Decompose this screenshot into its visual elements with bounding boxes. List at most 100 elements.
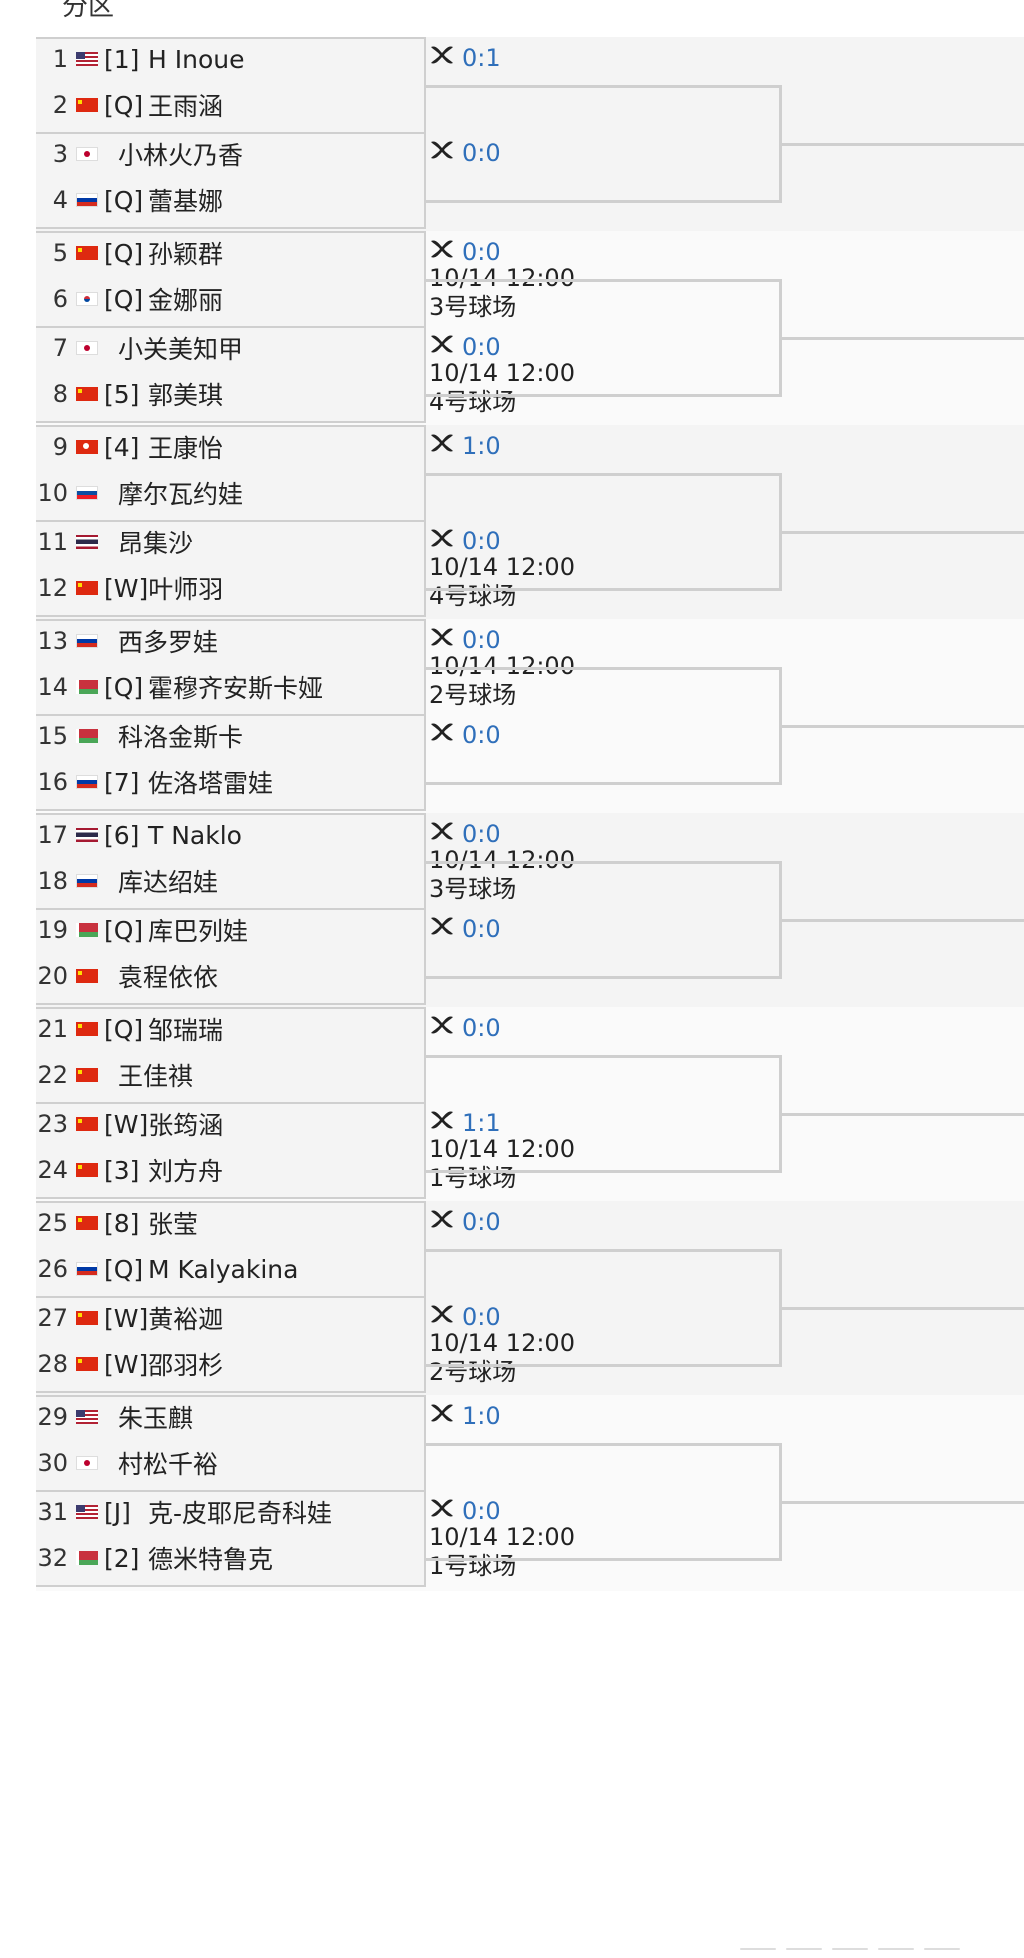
match-box[interactable]: [36, 908, 426, 1005]
match-box[interactable]: [36, 1490, 426, 1587]
player-row[interactable]: 1[1]H Inoue: [36, 39, 245, 79]
player-row[interactable]: 8[5]郭美琪: [36, 374, 223, 414]
score-text[interactable]: 0:0: [462, 1208, 501, 1236]
player-row[interactable]: 23[W]张筠涵: [36, 1104, 223, 1144]
match-score[interactable]: 0:0: [428, 1207, 501, 1237]
player-name[interactable]: 王康怡: [148, 434, 224, 463]
score-text[interactable]: 1:1: [462, 1109, 501, 1137]
match-score[interactable]: 0:0: [428, 1496, 501, 1526]
player-row[interactable]: 16[7]佐洛塔雷娃: [36, 762, 273, 802]
player-row[interactable]: 2[Q]王雨涵: [36, 85, 223, 125]
score-text[interactable]: 0:0: [462, 238, 501, 266]
player-row[interactable]: 12[W]叶师羽: [36, 568, 223, 608]
score-text[interactable]: 1:0: [462, 432, 501, 460]
player-name[interactable]: 霍穆齐安斯卡娅: [148, 674, 324, 703]
player-row[interactable]: 25[8]张莹: [36, 1203, 198, 1243]
player-row[interactable]: 27[W]黄裕迦: [36, 1298, 223, 1338]
player-name[interactable]: 蕾基娜: [148, 187, 224, 216]
player-name[interactable]: 库巴列娃: [148, 917, 249, 946]
player-row[interactable]: 14[Q]霍穆齐安斯卡娅: [36, 667, 323, 707]
player-name[interactable]: 孙颖群: [148, 240, 224, 269]
match-score[interactable]: 0:1: [428, 43, 501, 73]
player-name[interactable]: M Kalyakina: [148, 1254, 299, 1284]
match-score[interactable]: 1:0: [428, 1401, 501, 1431]
score-text[interactable]: 0:0: [462, 139, 501, 167]
match-box[interactable]: [36, 1201, 426, 1298]
match-score[interactable]: 0:0: [428, 332, 501, 362]
player-row[interactable]: 32[2]德米特鲁克: [36, 1538, 273, 1578]
match-score[interactable]: 0:0: [428, 237, 501, 267]
match-score[interactable]: 1:1: [428, 1108, 501, 1138]
match-box[interactable]: [36, 326, 426, 423]
player-row[interactable]: 17[6]T Naklo: [36, 815, 242, 855]
match-score[interactable]: 0:0: [428, 914, 501, 944]
match-score[interactable]: 0:0: [428, 720, 501, 750]
player-name[interactable]: 黄裕迦: [148, 1305, 224, 1334]
score-text[interactable]: 0:0: [462, 721, 501, 749]
player-row[interactable]: 4[Q]蕾基娜: [36, 180, 223, 220]
player-row[interactable]: 6[Q]金娜丽: [36, 279, 223, 319]
player-name[interactable]: 克-皮耶尼奇科娃: [148, 1499, 333, 1528]
match-score[interactable]: 1:0: [428, 431, 501, 461]
match-box[interactable]: [36, 1102, 426, 1199]
match-box[interactable]: [36, 813, 426, 910]
match-box[interactable]: [36, 520, 426, 617]
player-name[interactable]: 朱玉麒: [118, 1404, 194, 1433]
player-name[interactable]: 西多罗娃: [118, 628, 219, 657]
player-name[interactable]: 郭美琪: [148, 381, 224, 410]
match-score[interactable]: 0:0: [428, 625, 501, 655]
score-text[interactable]: 0:1: [462, 44, 501, 72]
player-name[interactable]: 金娜丽: [148, 286, 224, 315]
match-box[interactable]: [36, 37, 426, 134]
match-box[interactable]: [36, 231, 426, 328]
score-text[interactable]: 0:0: [462, 820, 501, 848]
player-name[interactable]: 佐洛塔雷娃: [148, 769, 274, 798]
player-name[interactable]: 小关美知甲: [118, 335, 244, 364]
player-name[interactable]: 小林火乃香: [118, 141, 244, 170]
player-name[interactable]: 村松千裕: [118, 1450, 219, 1479]
player-name[interactable]: 王佳祺: [118, 1062, 194, 1091]
score-text[interactable]: 0:0: [462, 915, 501, 943]
match-score[interactable]: 0:0: [428, 138, 501, 168]
player-row[interactable]: 28[W]邵羽杉: [36, 1344, 223, 1384]
player-row[interactable]: 31[J]克-皮耶尼奇科娃: [36, 1492, 332, 1532]
player-row[interactable]: 26[Q]M Kalyakina: [36, 1249, 298, 1289]
player-name[interactable]: 摩尔瓦约娃: [118, 480, 244, 509]
player-name[interactable]: 库达绍娃: [118, 868, 219, 897]
score-text[interactable]: 0:0: [462, 1014, 501, 1042]
player-name[interactable]: 叶师羽: [148, 575, 224, 604]
match-box[interactable]: [36, 132, 426, 229]
score-text[interactable]: 0:0: [462, 333, 501, 361]
match-score[interactable]: 0:0: [428, 1302, 501, 1332]
player-name[interactable]: 张莹: [148, 1210, 199, 1239]
match-score[interactable]: 0:0: [428, 526, 501, 556]
match-box[interactable]: [36, 714, 426, 811]
player-row[interactable]: 21[Q]邹瑞瑞: [36, 1009, 223, 1049]
player-name[interactable]: 德米特鲁克: [148, 1545, 274, 1574]
player-name[interactable]: T Naklo: [148, 820, 242, 850]
player-row[interactable]: 5[Q]孙颖群: [36, 233, 223, 273]
score-text[interactable]: 1:0: [462, 1402, 501, 1430]
player-name[interactable]: 张筠涵: [148, 1111, 224, 1140]
score-text[interactable]: 0:0: [462, 1497, 501, 1525]
player-row[interactable]: 9[4]王康怡: [36, 427, 223, 467]
player-row[interactable]: 19[Q]库巴列娃: [36, 910, 248, 950]
player-name[interactable]: 袁程依依: [118, 963, 219, 992]
score-text[interactable]: 0:0: [462, 527, 501, 555]
player-name[interactable]: 刘方舟: [148, 1157, 224, 1186]
match-score[interactable]: 0:0: [428, 1013, 501, 1043]
score-text[interactable]: 0:0: [462, 1303, 501, 1331]
player-name[interactable]: 邵羽杉: [148, 1351, 224, 1380]
player-name[interactable]: 科洛金斯卡: [118, 723, 244, 752]
player-row[interactable]: 24[3]刘方舟: [36, 1150, 223, 1190]
